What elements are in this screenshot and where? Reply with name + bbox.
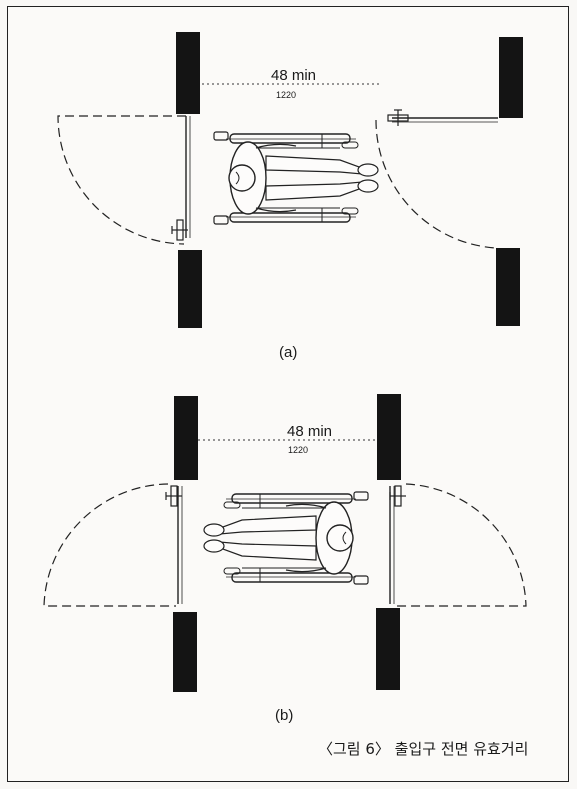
door-swing-right-b bbox=[396, 483, 527, 607]
figure-frame bbox=[7, 6, 569, 782]
dimension-sub-a: 1220 bbox=[276, 90, 296, 100]
wall-right-top bbox=[499, 37, 523, 118]
wall-left-top-b bbox=[174, 396, 198, 480]
panel-label-a: (a) bbox=[279, 344, 297, 361]
door-handle-right-b-icon bbox=[389, 485, 407, 507]
door-handle-left-b-icon bbox=[165, 485, 183, 507]
wall-left-top bbox=[176, 32, 200, 114]
wall-right-bottom bbox=[496, 248, 520, 326]
door-swing-left-b bbox=[43, 483, 176, 607]
dimension-label-a: 48 min bbox=[271, 67, 316, 84]
diagram-a: 48 min 1220 (a) bbox=[57, 32, 523, 361]
diagram-b: 48 min 1220 (b) bbox=[43, 394, 527, 724]
panel-label-b: (b) bbox=[275, 707, 293, 724]
door-swing-left bbox=[57, 115, 186, 245]
wall-left-bottom bbox=[178, 250, 202, 328]
figure-caption: 〈그림 6〉 출입구 전면 유효거리 bbox=[318, 740, 529, 758]
wall-right-bottom-b bbox=[376, 608, 400, 690]
wheelchair-user-b bbox=[203, 491, 369, 585]
wall-left-bottom-b bbox=[173, 612, 197, 692]
wall-right-top-b bbox=[377, 394, 401, 480]
door-swing-right bbox=[375, 119, 497, 249]
dimension-label-b: 48 min bbox=[287, 423, 332, 440]
dimension-sub-b: 1220 bbox=[288, 445, 308, 455]
wheelchair-user-a bbox=[213, 131, 379, 225]
